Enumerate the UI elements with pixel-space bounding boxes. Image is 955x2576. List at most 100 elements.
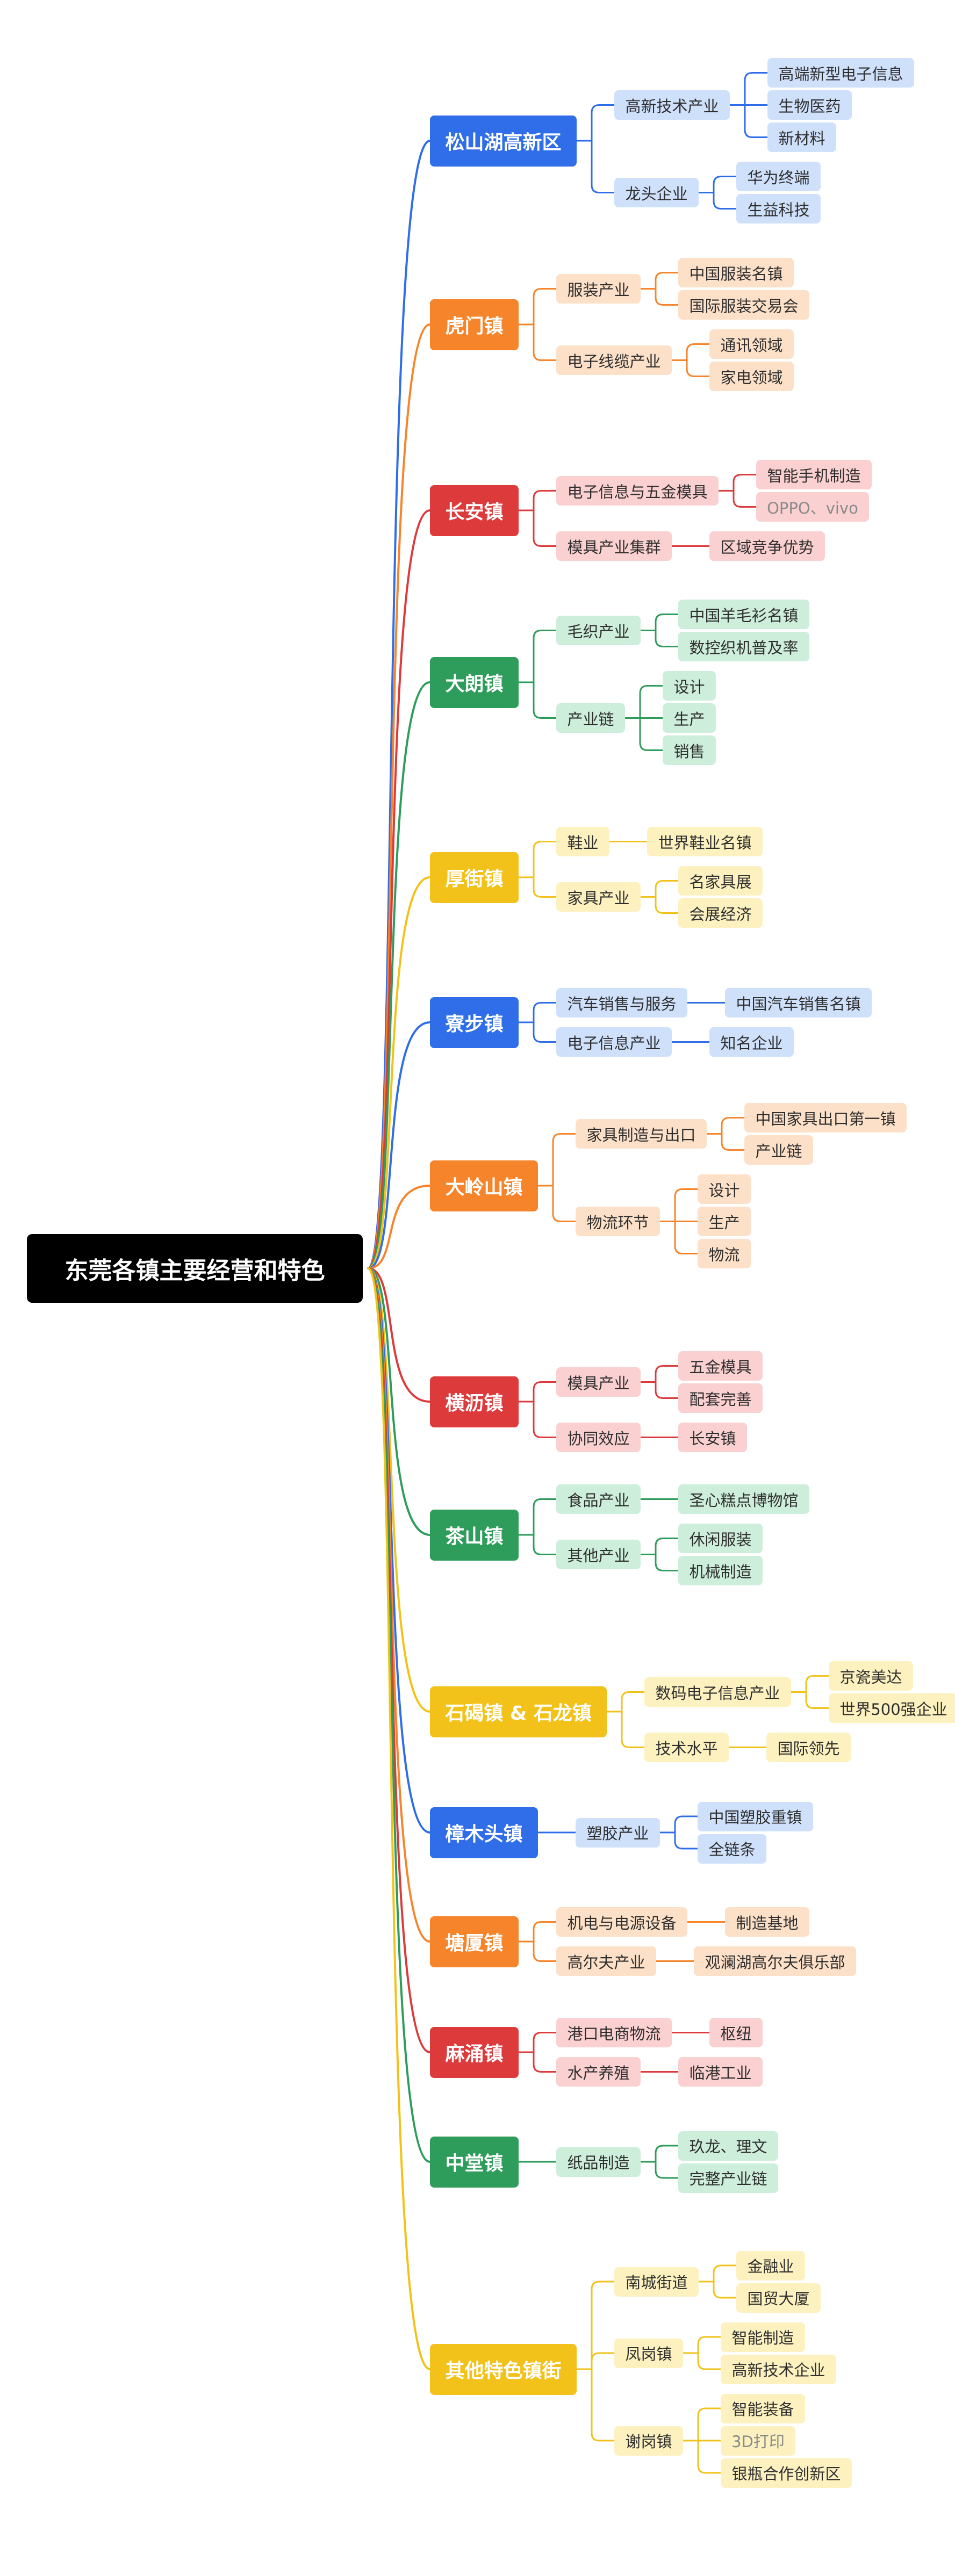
- detail-node[interactable]: 京瓷美达: [829, 1661, 913, 1691]
- category-node[interactable]: 模具产业: [556, 1367, 641, 1397]
- detail-node[interactable]: 销售: [663, 735, 716, 765]
- category-node[interactable]: 汽车销售与服务: [556, 988, 687, 1018]
- detail-node[interactable]: 高新技术企业: [721, 2354, 836, 2384]
- category-node[interactable]: 谢岗镇: [614, 2426, 683, 2456]
- town-node[interactable]: 塘厦镇: [430, 1916, 519, 1967]
- detail-node[interactable]: 产业链: [744, 1135, 813, 1165]
- category-node[interactable]: 高新技术产业: [614, 90, 730, 120]
- detail-node[interactable]: 中国羊毛衫名镇: [678, 600, 809, 629]
- detail-node[interactable]: 配套完善: [678, 1383, 763, 1413]
- category-node[interactable]: 电子信息与五金模具: [556, 476, 719, 506]
- detail-node[interactable]: 中国塑胶重镇: [698, 1801, 813, 1831]
- town-node[interactable]: 虎门镇: [430, 299, 519, 350]
- town-node[interactable]: 松山湖高新区: [430, 115, 577, 167]
- detail-node[interactable]: 国际服装交易会: [678, 290, 809, 320]
- detail-node[interactable]: 中国服装名镇: [678, 258, 794, 287]
- detail-node[interactable]: 生产: [663, 703, 716, 733]
- category-node[interactable]: 模具产业集群: [556, 531, 672, 561]
- detail-node[interactable]: 高端新型电子信息: [767, 58, 914, 88]
- category-node[interactable]: 其他产业: [556, 1540, 641, 1569]
- detail-node[interactable]: 全链条: [698, 1834, 766, 1864]
- detail-node[interactable]: 设计: [698, 1174, 751, 1204]
- detail-node[interactable]: 机械制造: [678, 1556, 763, 1585]
- town-node[interactable]: 厚街镇: [430, 852, 519, 903]
- category-node[interactable]: 机电与电源设备: [556, 1907, 687, 1937]
- detail-node[interactable]: OPPO、vivo: [756, 492, 869, 522]
- detail-node[interactable]: 家电领域: [709, 362, 794, 391]
- detail-node[interactable]: 中国汽车销售名镇: [725, 988, 872, 1018]
- category-node[interactable]: 服装产业: [556, 274, 641, 304]
- town-node[interactable]: 大岭山镇: [430, 1160, 538, 1211]
- detail-node[interactable]: 制造基地: [725, 1907, 809, 1937]
- detail-node[interactable]: 会展经济: [678, 898, 763, 928]
- detail-node[interactable]: 智能手机制造: [756, 460, 872, 489]
- category-node[interactable]: 食品产业: [556, 1484, 641, 1514]
- detail-node[interactable]: 新材料: [767, 122, 836, 152]
- category-node[interactable]: 纸品制造: [556, 2147, 641, 2177]
- detail-node[interactable]: 休闲服装: [678, 1524, 763, 1553]
- detail-node[interactable]: 3D打印: [721, 2426, 795, 2456]
- category-node[interactable]: 家具产业: [556, 882, 641, 912]
- category-node[interactable]: 南城街道: [614, 2267, 699, 2297]
- detail-node[interactable]: 国际领先: [766, 1733, 851, 1762]
- detail-node[interactable]: 智能制造: [721, 2322, 805, 2352]
- category-node[interactable]: 技术水平: [644, 1733, 729, 1762]
- detail-node[interactable]: 设计: [663, 671, 716, 701]
- town-node[interactable]: 大朗镇: [430, 656, 519, 708]
- town-node[interactable]: 横沥镇: [430, 1376, 519, 1427]
- category-node[interactable]: 龙头企业: [614, 178, 699, 207]
- connector-line: [367, 1267, 431, 1834]
- detail-node[interactable]: 生益科技: [736, 194, 821, 223]
- detail-node[interactable]: 区域竞争优势: [709, 531, 825, 561]
- detail-node[interactable]: 知名企业: [709, 1027, 794, 1057]
- detail-node[interactable]: 中国家具出口第一镇: [744, 1103, 907, 1132]
- detail-node[interactable]: 完整产业链: [678, 2163, 778, 2193]
- category-node[interactable]: 凤岗镇: [614, 2338, 683, 2368]
- detail-node[interactable]: 银瓶合作创新区: [721, 2458, 852, 2488]
- detail-node[interactable]: 通讯领域: [709, 329, 794, 359]
- detail-node[interactable]: 生物医药: [767, 90, 852, 120]
- detail-node[interactable]: 智能装备: [721, 2393, 805, 2423]
- town-node[interactable]: 茶山镇: [430, 1509, 519, 1561]
- detail-node[interactable]: 枢纽: [709, 2018, 763, 2047]
- detail-node[interactable]: 圣心糕点博物馆: [678, 1484, 809, 1514]
- detail-node[interactable]: 物流: [698, 1239, 751, 1268]
- category-node[interactable]: 电子信息产业: [556, 1027, 672, 1057]
- connector-line: [533, 841, 557, 878]
- category-node[interactable]: 港口电商物流: [556, 2018, 672, 2047]
- category-node[interactable]: 水产养殖: [556, 2057, 641, 2087]
- connector-line: [674, 1188, 699, 1222]
- detail-node[interactable]: 玖龙、理文: [678, 2131, 778, 2161]
- category-node[interactable]: 塑胶产业: [576, 1817, 660, 1848]
- town-node[interactable]: 其他特色镇街: [430, 2343, 577, 2395]
- town-node[interactable]: 中堂镇: [430, 2136, 519, 2188]
- category-node[interactable]: 产业链: [556, 703, 625, 733]
- detail-node[interactable]: 五金模具: [678, 1351, 763, 1381]
- detail-node[interactable]: 名家具展: [678, 866, 763, 896]
- detail-node[interactable]: 世界500强企业: [829, 1693, 955, 1723]
- detail-node[interactable]: 数控织机普及率: [678, 632, 809, 661]
- connector-line: [639, 717, 664, 751]
- category-node[interactable]: 家具制造与出口: [576, 1119, 707, 1149]
- category-node[interactable]: 协同效应: [556, 1423, 641, 1452]
- detail-node[interactable]: 观澜湖高尔夫俱乐部: [694, 1946, 856, 1976]
- detail-node[interactable]: 华为终端: [736, 162, 821, 191]
- category-node[interactable]: 高尔夫产业: [556, 1946, 656, 1976]
- category-node[interactable]: 物流环节: [576, 1207, 660, 1236]
- town-node[interactable]: 石碣镇 & 石龙镇: [430, 1686, 607, 1737]
- root-topic[interactable]: 东莞各镇主要经营和特色: [27, 1234, 363, 1303]
- detail-node[interactable]: 生产: [698, 1207, 751, 1236]
- category-node[interactable]: 鞋业: [556, 827, 609, 856]
- detail-node[interactable]: 临港工业: [678, 2057, 763, 2087]
- town-node[interactable]: 樟木头镇: [430, 1807, 538, 1858]
- category-node[interactable]: 电子线缆产业: [556, 345, 672, 375]
- detail-node[interactable]: 世界鞋业名镇: [647, 827, 763, 856]
- detail-node[interactable]: 金融业: [736, 2250, 805, 2281]
- category-node[interactable]: 数码电子信息产业: [644, 1677, 791, 1707]
- category-node[interactable]: 毛织产业: [556, 616, 641, 645]
- detail-node[interactable]: 国贸大厦: [736, 2283, 821, 2313]
- town-node[interactable]: 寮步镇: [430, 997, 519, 1048]
- town-node[interactable]: 长安镇: [430, 485, 519, 536]
- town-node[interactable]: 麻涌镇: [430, 2026, 519, 2078]
- detail-node[interactable]: 长安镇: [678, 1423, 747, 1452]
